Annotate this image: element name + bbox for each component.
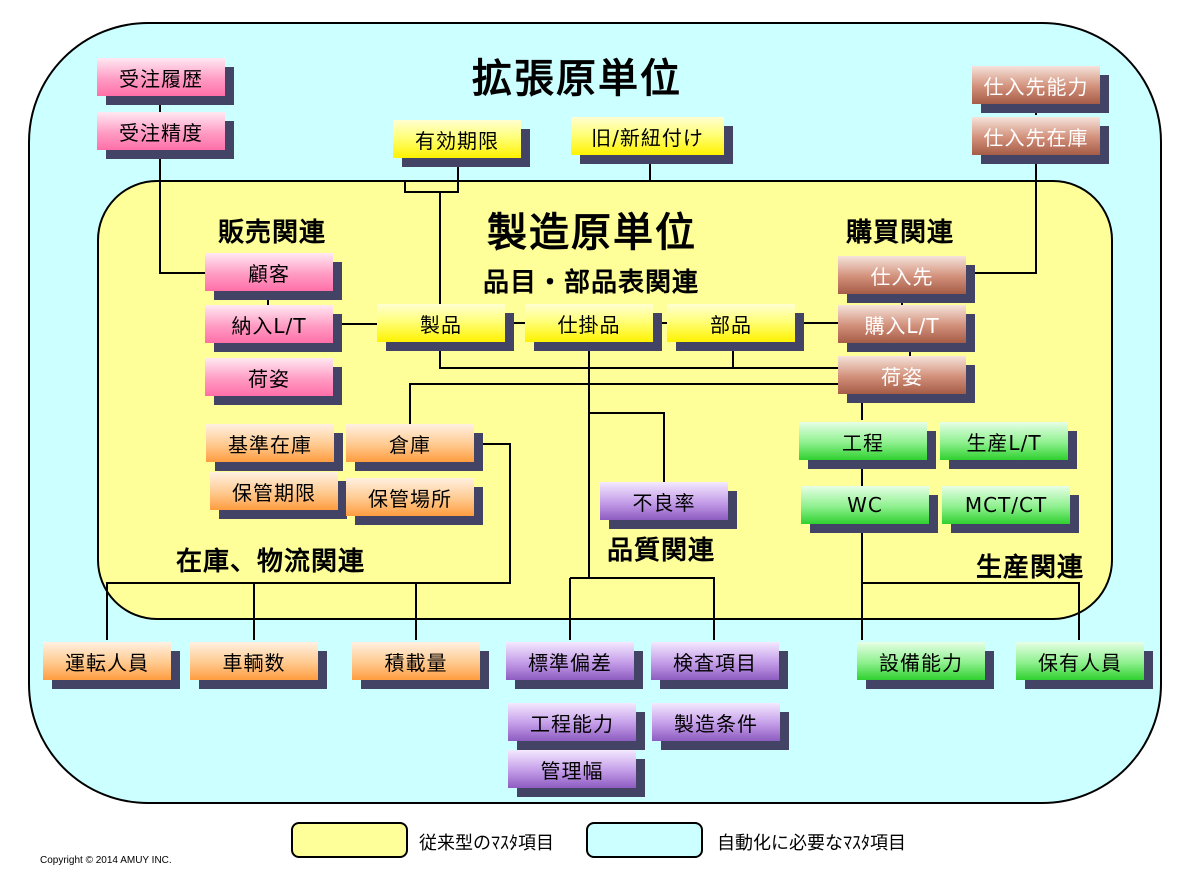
order-accuracy-node: 受注精度 bbox=[97, 112, 225, 150]
std-deviation-node: 標準偏差 bbox=[506, 642, 634, 680]
customer-node: 顧客 bbox=[205, 253, 333, 291]
delivery-lt-node: 納入L/T bbox=[205, 305, 333, 343]
inspection-items-node: 検査項目 bbox=[651, 642, 779, 680]
warehouse-node: 倉庫 bbox=[346, 424, 474, 462]
process-capability-node: 工程能力 bbox=[508, 703, 636, 741]
inventory-section-label: 在庫、物流関連 bbox=[176, 547, 366, 577]
standard-stock-node: 基準在庫 bbox=[206, 424, 334, 462]
mct-ct-node: MCT/CT bbox=[942, 486, 1070, 524]
copyright-text: Copyright © 2014 AMUY INC. bbox=[40, 855, 172, 866]
sales-section-label: 販売関連 bbox=[218, 218, 327, 248]
order-history-node: 受注履歴 bbox=[97, 58, 225, 96]
wc-node: WC bbox=[801, 486, 929, 524]
defect-rate-node: 不良率 bbox=[600, 482, 728, 520]
purchase-lt-node: 購入L/T bbox=[838, 305, 966, 343]
extended-unit-title: 拡張原単位 bbox=[472, 56, 682, 102]
production-section-label: 生産関連 bbox=[976, 553, 1085, 583]
vehicles-node: 車輌数 bbox=[190, 642, 318, 680]
bom-section-label: 品目・部品表関連 bbox=[483, 268, 700, 298]
sales-packaging-node: 荷姿 bbox=[205, 358, 333, 396]
drivers-node: 運転人員 bbox=[43, 642, 171, 680]
equipment-capacity-node: 設備能力 bbox=[857, 642, 985, 680]
supplier-capacity-node: 仕入先能力 bbox=[972, 66, 1100, 104]
mfg-conditions-node: 製造条件 bbox=[652, 703, 780, 741]
storage-period-node: 保管期限 bbox=[210, 472, 338, 510]
legend-automation-swatch bbox=[586, 822, 703, 858]
quality-section-label: 品質関連 bbox=[607, 536, 716, 566]
storage-location-node: 保管場所 bbox=[346, 478, 474, 516]
control-width-node: 管理幅 bbox=[508, 750, 636, 788]
wip-node: 仕掛品 bbox=[525, 304, 653, 342]
manufacturing-unit-title: 製造原単位 bbox=[487, 210, 697, 256]
legend-conventional-swatch bbox=[291, 822, 408, 858]
part-node: 部品 bbox=[667, 304, 795, 342]
production-lt-node: 生産L/T bbox=[940, 422, 1068, 460]
supplier-node: 仕入先 bbox=[838, 256, 966, 294]
old-new-link-node: 旧/新紐付け bbox=[571, 117, 724, 155]
load-volume-node: 積載量 bbox=[352, 642, 480, 680]
expiry-period-node: 有効期限 bbox=[393, 120, 521, 158]
product-node: 製品 bbox=[377, 304, 505, 342]
legend-automation-label: 自動化に必要なﾏｽﾀ項目 bbox=[717, 833, 906, 854]
staff-count-node: 保有人員 bbox=[1016, 642, 1144, 680]
supplier-stock-node: 仕入先在庫 bbox=[972, 117, 1100, 155]
purchase-section-label: 購買関連 bbox=[846, 218, 955, 248]
legend-conventional-label: 従来型のﾏｽﾀ項目 bbox=[419, 833, 554, 854]
purchase-packaging-node: 荷姿 bbox=[838, 356, 966, 394]
process-node: 工程 bbox=[799, 422, 927, 460]
